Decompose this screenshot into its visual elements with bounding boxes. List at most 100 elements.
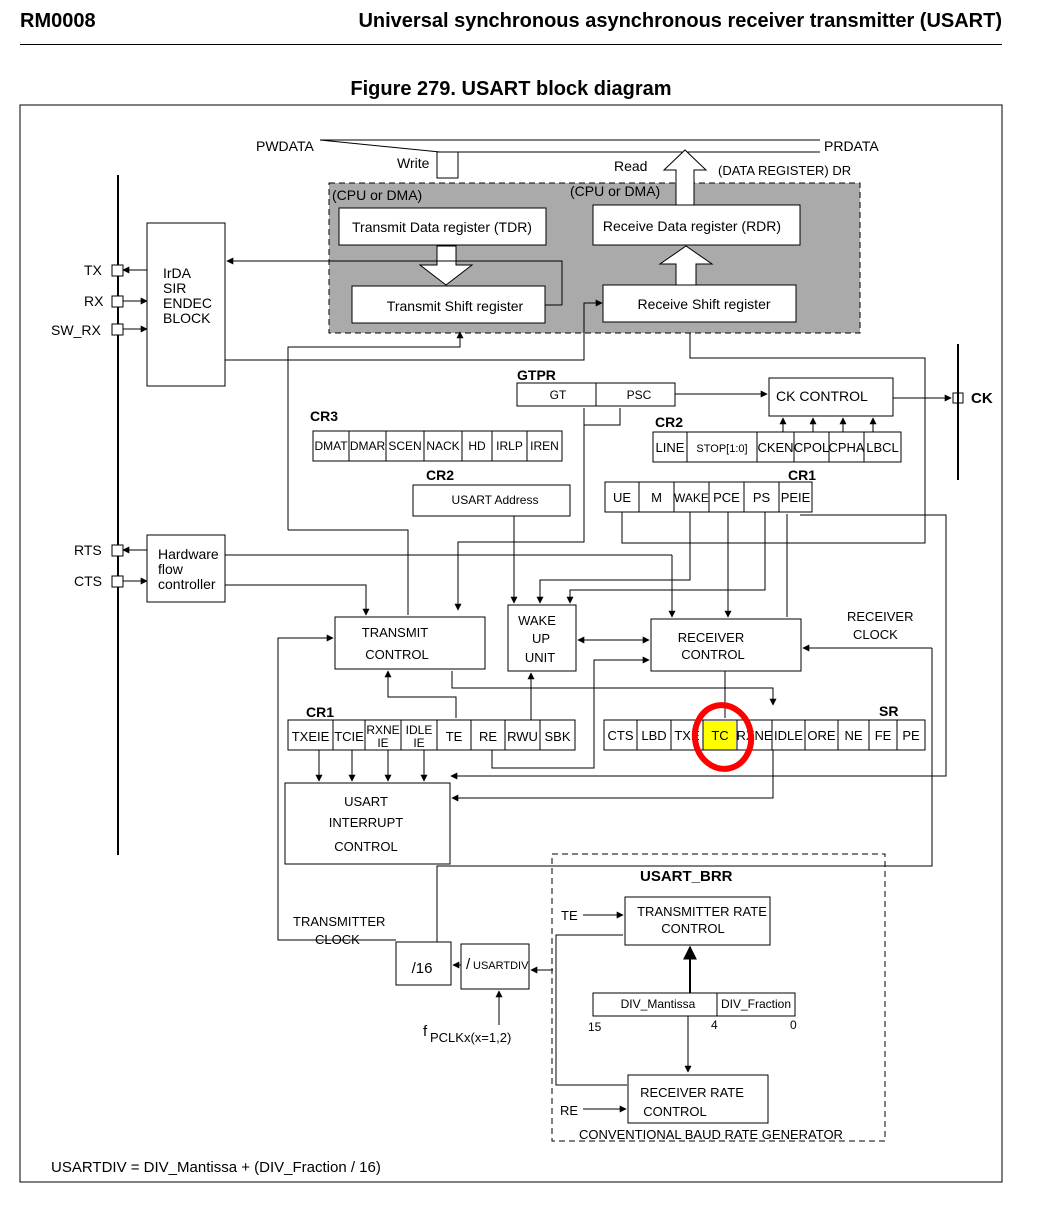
tc-annotation-circle [691,702,755,772]
wakeup-unit-block [507,604,577,672]
pin-sw-rx-label: SW_RX [51,322,101,338]
register-cell [652,431,688,463]
register-field: LBD [641,728,666,743]
register-field: LINE [656,440,685,455]
write-arrow [436,151,459,179]
register-field: FE [875,728,892,743]
register-field: HD [468,439,486,453]
receiver-clock-line-1: RECEIVER [847,609,913,624]
register-field: CKEN [757,440,793,455]
wakeup-line-3: UNIT [525,650,555,665]
register-cell [348,430,387,462]
register-cell [385,430,425,462]
figure-frame [19,104,1003,1183]
usart-address-label: USART Address [452,493,539,507]
interrupt-control-block [284,782,451,865]
cr2-addr-label: CR2 [426,467,454,483]
register-cell [526,430,563,462]
transmit-control-line-2: CONTROL [365,647,429,662]
rx-shift-box [602,284,797,323]
wakeup-line-2: UP [532,631,550,646]
div16-block [395,941,452,986]
register-field: NACK [426,439,459,453]
interrupt-control-line-1: USART [344,794,388,809]
pin-rts-label: RTS [74,542,102,558]
register-cell [896,719,926,751]
register-field: PEIE [781,490,811,505]
gtpr-label: GTPR [517,367,556,383]
rx-rate-line-1: RECEIVER RATE [640,1085,744,1100]
register-field: PCE [713,490,740,505]
transmit-control-line-1: TRANSMIT [362,625,429,640]
receiver-clock-line-2: CLOCK [853,627,898,642]
register-field: IDLE [406,723,433,737]
brr-bit-4: 4 [711,1018,718,1032]
shift-to-rdr-arrow [658,245,714,286]
register-field: LBCL [866,440,899,455]
usartdiv-slash: / [466,956,471,973]
gtpr-field-gt: GT [550,388,567,402]
transmitter-clock-line-1: TRANSMITTER [293,914,385,929]
register-field: ORE [807,728,836,743]
usart-address-box [412,484,571,517]
register-field: SBK [544,729,570,744]
rdr-label: Receive Data register (RDR) [603,218,781,234]
tdr-box [338,207,547,246]
cr1-top-label: CR1 [788,467,816,483]
register-cell [332,719,366,751]
register-field: RXNE [736,728,772,743]
gtpr-field-psc: PSC [627,388,652,402]
irda-line-2: SIR [163,280,186,296]
pin-rx-label: RX [84,293,104,309]
brr-field-fraction: DIV_Fraction [721,997,791,1011]
figure-title: Figure 279. USART block diagram [350,78,672,100]
hw-flow-line-3: controller [158,576,216,592]
write-label: Write [397,155,430,171]
register-field: PS [753,490,771,505]
ck-control-label: CK CONTROL [776,388,868,404]
irda-line-4: BLOCK [163,310,211,326]
register-field: PE [902,728,920,743]
tdr-to-shift-arrow [418,245,474,286]
register-field: IE [377,736,388,750]
register-field: UE [613,490,631,505]
tx-rate-line-1: TRANSMITTER RATE [637,904,767,919]
tc-highlight [702,721,736,750]
interrupt-control-line-2: INTERRUPT [329,815,403,830]
register-cell [539,719,576,751]
generator-label: CONVENTIONAL BAUD RATE GENERATOR [579,1127,843,1142]
hw-flow-block [146,534,226,603]
prdata-label: PRDATA [824,138,879,154]
ck-control-block [768,377,894,417]
tx-shift-label: Transmit Shift register [387,298,524,314]
hw-flow-line-2: flow [158,561,184,577]
read-arrow [662,149,708,211]
register-field: TE [446,729,463,744]
register-cell [771,719,806,751]
register-cell [603,719,638,751]
header-rule [20,44,1002,45]
rx-shift-label: Receive Shift register [637,296,770,312]
usartdiv-label: USARTDIV [473,960,529,972]
brr-register [592,992,796,1017]
section-title: Universal synchronous asynchronous recei… [358,10,1002,32]
transmit-control-block [334,616,486,670]
tx-rate-line-2: CONTROL [661,921,725,936]
register-field: M [651,490,662,505]
pin-ck-label: CK [971,390,993,407]
register-field: DMAT [314,439,348,453]
register-field: CTS [608,728,634,743]
rdr-box [592,204,801,246]
register-cell [828,431,865,463]
re-label: RE [560,1103,578,1118]
register-cell [400,719,438,751]
usartdiv-formula: USARTDIV = DIV_Mantissa + (DIV_Fraction … [51,1159,381,1176]
register-field: STOP[1:0] [696,443,747,455]
div16-label: /16 [412,960,433,977]
tdr-label: Transmit Data register (TDR) [352,219,532,235]
register-field: RWU [507,729,538,744]
brr-bit-15: 15 [588,1020,602,1034]
register-field: TCIE [334,729,364,744]
